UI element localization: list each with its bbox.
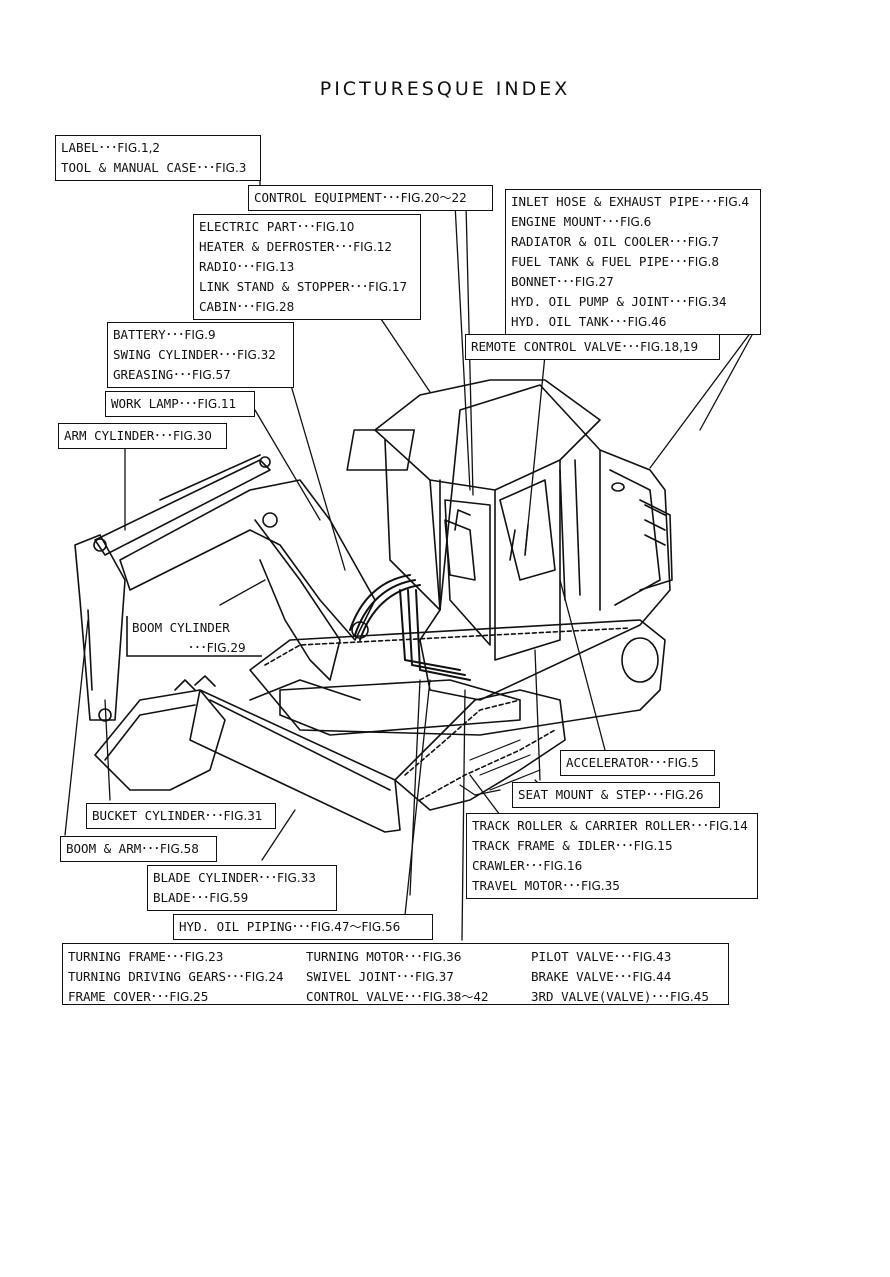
boom-cylinder-box: BOOM CYLINDER ･･･FIG.29 [127, 616, 262, 660]
crawler-line: CRAWLER･･･FIG.16 [472, 858, 583, 873]
battery-line: BATTERY･･･FIG.9 [113, 327, 216, 342]
blade-box: BLADE CYLINDER･･･FIG.33 BLADE･･･FIG.59 [147, 865, 337, 911]
accelerator-line: ACCELERATOR･･･FIG.5 [566, 755, 699, 770]
bucket-cylinder-box: BUCKET CYLINDER･･･FIG.31 [86, 803, 276, 829]
label-line: LABEL･･･FIG.1,2 [61, 140, 161, 155]
upper-body [419, 384, 673, 701]
front-track [394, 689, 566, 811]
hyd-oil-piping-line: HYD. OIL PIPING･･･FIG.47～FIG.56 [179, 919, 401, 934]
bottom-column-2: TURNING MOTOR･･･FIG.36 SWIVEL JOINT･･･FI… [306, 947, 489, 1007]
brake-valve-line: BRAKE VALVE･･･FIG.44 [531, 969, 672, 984]
track-details [459, 739, 541, 796]
seat-and-levers [444, 509, 529, 581]
pilot-valve-line: PILOT VALVE･･･FIG.43 [531, 949, 672, 964]
control-equipment-line: CONTROL EQUIPMENT･･･FIG.20～22 [254, 190, 467, 205]
link-stand-line: LINK STAND & STOPPER･･･FIG.17 [199, 279, 408, 294]
hyd-oil-piping-box: HYD. OIL PIPING･･･FIG.47～FIG.56 [173, 914, 433, 940]
radiator-line: RADIATOR & OIL COOLER･･･FIG.7 [511, 234, 719, 249]
blade-line: BLADE･･･FIG.59 [153, 890, 249, 905]
hydraulic-hoses [349, 574, 471, 681]
remote-control-valve-box: REMOTE CONTROL VALVE･･･FIG.18,19 [465, 334, 720, 360]
control-equipment-box: CONTROL EQUIPMENT･･･FIG.20～22 [248, 185, 493, 211]
seat-mount-line: SEAT MOUNT & STEP･･･FIG.26 [518, 787, 704, 802]
swing-cylinder-line: SWING CYLINDER･･･FIG.32 [113, 347, 276, 362]
inlet-hose-line: INLET HOSE & EXHAUST PIPE･･･FIG.4 [511, 194, 750, 209]
track-roller-box: TRACK ROLLER & CARRIER ROLLER･･･FIG.14 T… [466, 813, 758, 899]
cabin-line: CABIN･･･FIG.28 [199, 299, 295, 314]
seat-mount-box: SEAT MOUNT & STEP･･･FIG.26 [512, 782, 720, 808]
bucket-cylinder-line: BUCKET CYLINDER･･･FIG.31 [92, 808, 263, 823]
hyd-oil-tank-line: HYD. OIL TANK･･･FIG.46 [511, 314, 667, 329]
bottom-index-box: TURNING FRAME･･･FIG.23 TURNING DRIVING G… [62, 943, 729, 1005]
turning-motor-line: TURNING MOTOR･･･FIG.36 [306, 949, 462, 964]
remote-control-valve-line: REMOTE CONTROL VALVE･･･FIG.18,19 [471, 339, 699, 354]
track-roller-line: TRACK ROLLER & CARRIER ROLLER･･･FIG.14 [472, 818, 748, 833]
boom [119, 479, 376, 681]
bottom-column-1: TURNING FRAME･･･FIG.23 TURNING DRIVING G… [68, 947, 284, 1007]
fuel-tank-line: FUEL TANK & FUEL PIPE･･･FIG.8 [511, 254, 719, 269]
accelerator-box: ACCELERATOR･･･FIG.5 [560, 750, 715, 776]
work-lamp-box: WORK LAMP･･･FIG.11 [105, 391, 255, 417]
electric-part-line: ELECTRIC PART･･･FIG.10 [199, 219, 355, 234]
greasing-line: GREASING･･･FIG.57 [113, 367, 231, 382]
travel-motor-line: TRAVEL MOTOR･･･FIG.35 [472, 878, 620, 893]
bucket [94, 675, 226, 791]
turning-frame-line: TURNING FRAME･･･FIG.23 [68, 949, 224, 964]
bottom-column-3: PILOT VALVE･･･FIG.43 BRAKE VALVE･･･FIG.4… [531, 947, 709, 1007]
boom-arm-line: BOOM & ARM･･･FIG.58 [66, 841, 199, 856]
radio-line: RADIO･･･FIG.13 [199, 259, 295, 274]
boom-cylinder-ref-line: ･･･FIG.29 [188, 640, 246, 655]
third-valve-line: 3RD VALVE(VALVE)･･･FIG.45 [531, 989, 709, 1004]
arm-cylinder-box: ARM CYLINDER･･･FIG.30 [58, 423, 227, 449]
electric-part-box: ELECTRIC PART･･･FIG.10 HEATER & DEFROSTE… [193, 214, 421, 320]
blade-cylinder-line: BLADE CYLINDER･･･FIG.33 [153, 870, 316, 885]
lower-frame [279, 679, 521, 736]
boom-cylinder-line: BOOM CYLINDER [132, 620, 230, 635]
tool-manual-case-line: TOOL & MANUAL CASE･･･FIG.3 [61, 160, 247, 175]
bonnet-line: BONNET･･･FIG.27 [511, 274, 614, 289]
boom-arm-box: BOOM & ARM･･･FIG.58 [60, 836, 217, 862]
track-frame-line: TRACK FRAME & IDLER･･･FIG.15 [472, 838, 673, 853]
turning-driving-gears-line: TURNING DRIVING GEARS･･･FIG.24 [68, 969, 284, 984]
work-lamp-line: WORK LAMP･･･FIG.11 [111, 396, 237, 411]
arm [74, 534, 126, 722]
engine-mount-line: ENGINE MOUNT･･･FIG.6 [511, 214, 652, 229]
frame-cover-line: FRAME COVER･･･FIG.25 [68, 989, 209, 1004]
blade [189, 679, 401, 833]
control-valve-line: CONTROL VALVE･･･FIG.38～42 [306, 989, 489, 1004]
swivel-joint-line: SWIVEL JOINT･･･FIG.37 [306, 969, 454, 984]
heater-line: HEATER & DEFROSTER･･･FIG.12 [199, 239, 393, 254]
label-box: LABEL･･･FIG.1,2 TOOL & MANUAL CASE･･･FIG… [55, 135, 261, 181]
hyd-oil-pump-line: HYD. OIL PUMP & JOINT･･･FIG.34 [511, 294, 727, 309]
arm-cylinder-line: ARM CYLINDER･･･FIG.30 [64, 428, 212, 443]
battery-box: BATTERY･･･FIG.9 SWING CYLINDER･･･FIG.32 … [107, 322, 294, 388]
page-title: PICTURESQUE INDEX [319, 78, 571, 100]
rear-track [249, 619, 666, 736]
